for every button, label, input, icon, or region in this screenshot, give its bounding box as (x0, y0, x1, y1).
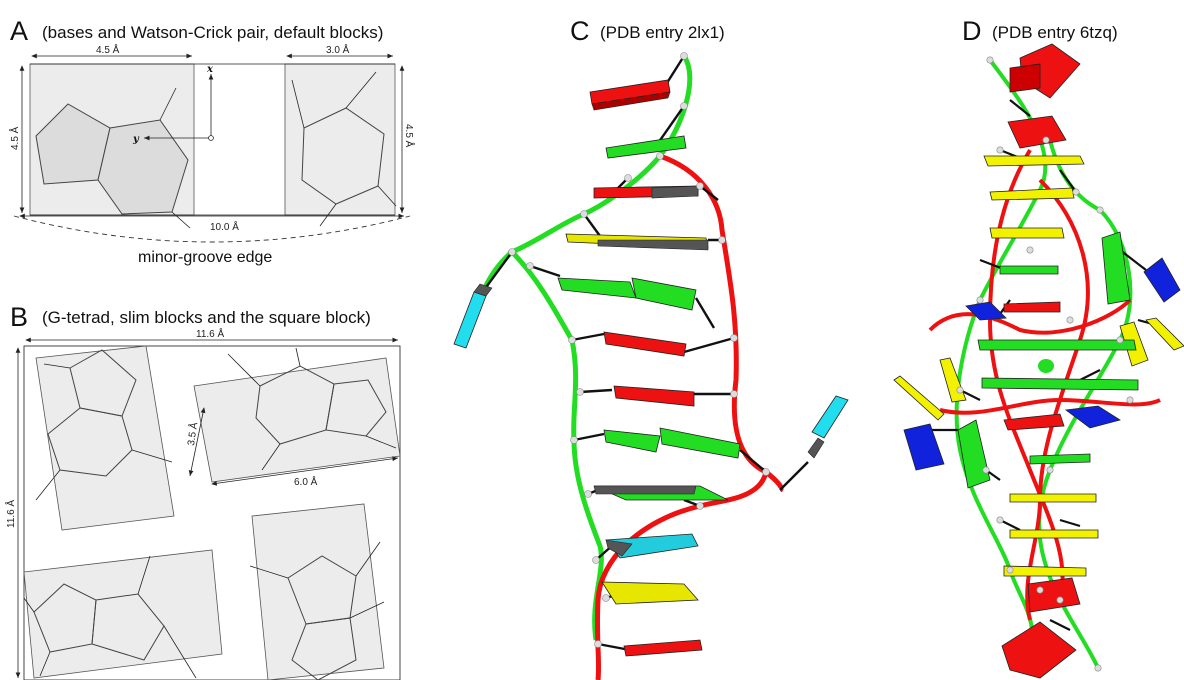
y-axis-label: y (132, 134, 140, 145)
minor-groove-arc (13, 215, 411, 243)
panel-a-letter: A (10, 16, 28, 46)
minor-groove-label: minor-groove edge (138, 249, 272, 266)
panel-a: A (bases and Watson-Crick pair, default … (8, 16, 416, 266)
panel-c-blocks (453, 79, 849, 657)
panel-b: B (G-tetrad, slim blocks and the square … (4, 302, 401, 680)
panel-d-letter: D (962, 16, 982, 46)
dim-3-0: 3.0 Å (326, 43, 350, 56)
dim-11-6-left: 11.6 Å (4, 500, 17, 528)
slim-block-4 (251, 503, 385, 680)
panel-d-blocks (893, 43, 1184, 679)
block-pyrimidine (284, 63, 396, 216)
panel-c-letter: C (570, 16, 590, 46)
panel-a-caption: (bases and Watson-Crick pair, default bl… (42, 23, 383, 42)
strand-d-red2 (1025, 178, 1090, 621)
panel-b-letter: B (10, 302, 28, 332)
dim-4-5-left: 4.5 Å (8, 126, 21, 150)
dim-4-5-top: 4.5 Å (96, 43, 120, 56)
dim-6-0: 6.0 Å (294, 475, 318, 488)
dim-10-0: 10.0 Å (210, 220, 239, 233)
square-block (23, 345, 401, 680)
x-axis-label: x (206, 64, 214, 75)
dim-4-5-right: 4.5 Å (403, 124, 416, 148)
panel-c-caption: (PDB entry 2lx1) (600, 23, 725, 42)
slim-block-3 (23, 549, 223, 679)
slim-block-1 (35, 345, 175, 531)
dim-3-5: 3.5 Å (184, 421, 200, 446)
panel-b-caption: (G-tetrad, slim blocks and the square bl… (42, 308, 371, 327)
panel-d-caption: (PDB entry 6tzq) (992, 23, 1118, 42)
strand-green (507, 54, 693, 641)
panel-c: C (PDB entry 2lx1) (453, 16, 849, 680)
panel-d: D (PDB entry 6tzq) (893, 16, 1184, 679)
slim-block-2 (193, 357, 401, 483)
dim-11-6-top: 11.6 Å (196, 327, 224, 340)
